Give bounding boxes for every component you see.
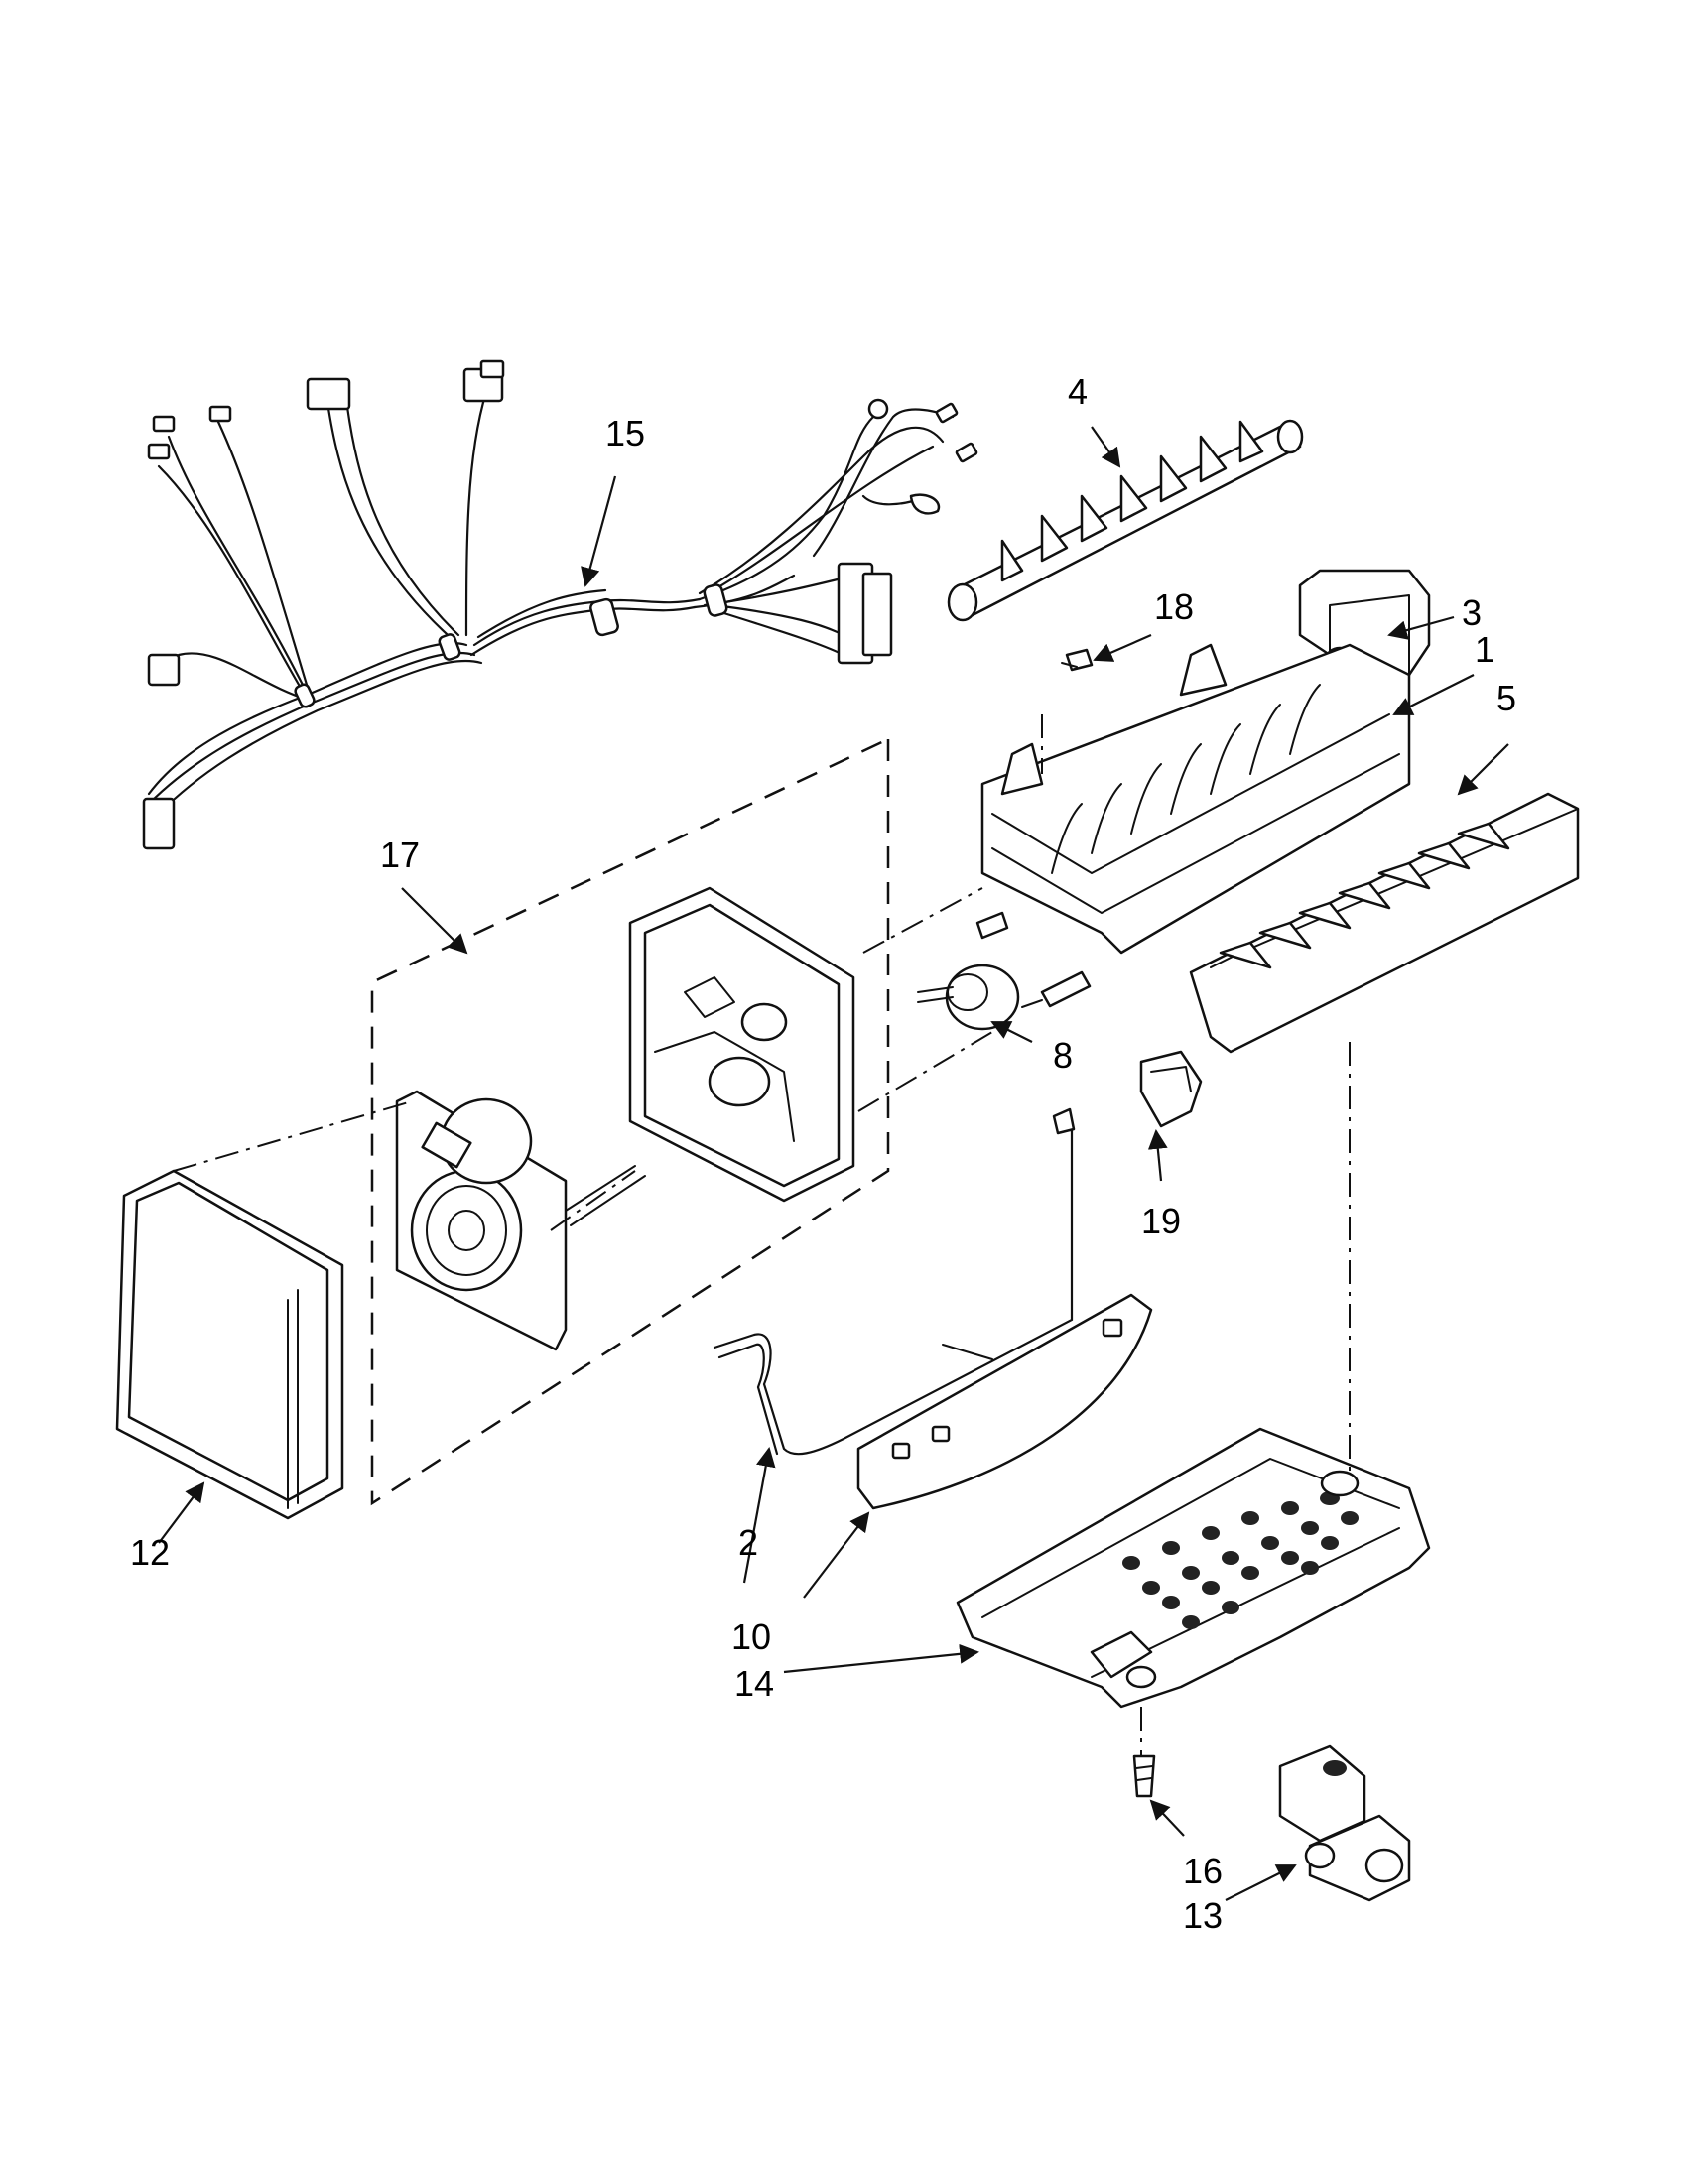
shutoff-arm	[856, 1293, 1153, 1510]
callout-2: 2	[737, 1522, 759, 1563]
callout-5: 5	[1495, 678, 1517, 718]
callout-4: 4	[1067, 371, 1089, 412]
callout-3: 3	[1461, 592, 1483, 633]
bucket-posts	[1122, 1491, 1359, 1629]
thermostat	[917, 911, 1092, 1031]
control-housing	[628, 886, 855, 1203]
assembly-lines	[173, 714, 1351, 1756]
leader-lines	[158, 426, 1509, 1901]
ejector-shaft	[947, 419, 1304, 622]
clip	[1139, 1050, 1203, 1128]
callout-1: 1	[1474, 629, 1495, 670]
ice-bucket	[956, 1427, 1431, 1709]
callout-18: 18	[1153, 586, 1195, 627]
wiring-harness	[142, 359, 978, 850]
water-valve	[1278, 1744, 1411, 1902]
callout-12: 12	[129, 1532, 171, 1573]
callout-15: 15	[604, 413, 646, 453]
callout-14: 14	[733, 1663, 775, 1704]
fill-tube	[713, 1107, 1076, 1456]
ice-mold	[980, 643, 1411, 955]
callout-10: 10	[730, 1616, 772, 1657]
callout-13: 13	[1182, 1895, 1224, 1936]
screw-18	[1061, 648, 1094, 672]
ice-maker-cover	[115, 1169, 344, 1520]
callout-16: 16	[1182, 1851, 1224, 1891]
callout-19: 19	[1140, 1201, 1182, 1241]
callout-17: 17	[379, 835, 421, 875]
motor-plate	[395, 1090, 646, 1351]
callout-8: 8	[1052, 1035, 1074, 1076]
module-kit-outline	[370, 737, 890, 1506]
screw-16	[1132, 1754, 1156, 1798]
stripper	[1189, 792, 1580, 1054]
